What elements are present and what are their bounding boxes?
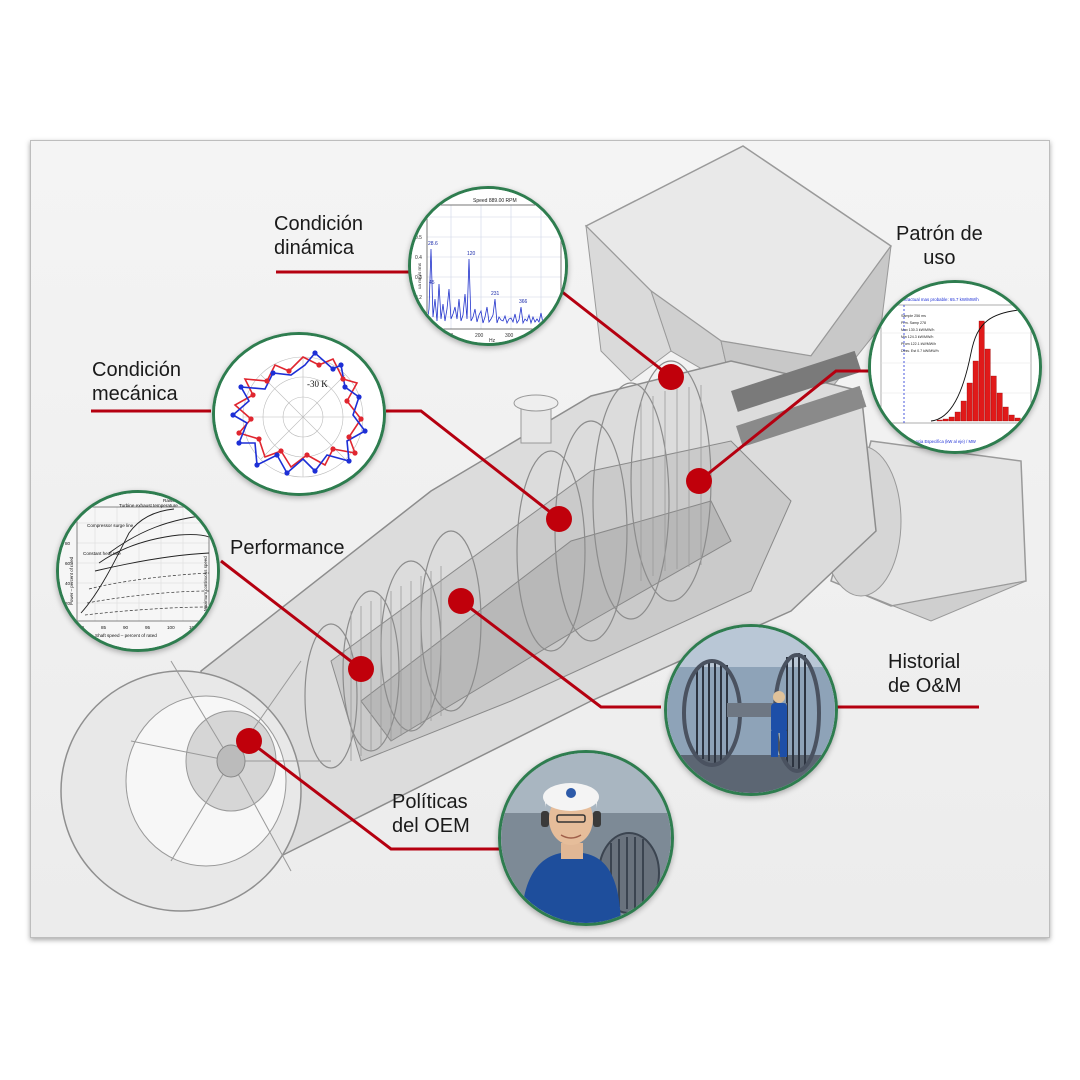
svg-text:Max 130.3 kW/MW/h: Max 130.3 kW/MW/h xyxy=(901,328,934,332)
histogram-bar xyxy=(948,416,955,422)
svg-text:200: 200 xyxy=(475,333,484,339)
histogram-bar xyxy=(1014,417,1021,422)
spectrum-title: Speed 889.00 RPM xyxy=(473,198,517,204)
svg-text:80: 80 xyxy=(79,625,85,630)
inset-histogram: Valor contractual mas probable: 65.7 kW/… xyxy=(868,280,1042,454)
histogram-bars xyxy=(936,320,1027,422)
svg-text:Desv. Est 0.7 kW/MW/h: Desv. Est 0.7 kW/MW/h xyxy=(901,349,939,353)
svg-text:0.3: 0.3 xyxy=(415,275,422,281)
svg-text:231: 231 xyxy=(491,291,500,297)
svg-text:Hz: Hz xyxy=(489,338,496,343)
histogram-bar xyxy=(972,360,979,422)
inset-oem-photo xyxy=(498,750,674,926)
histogram-bar xyxy=(1008,414,1015,422)
svg-text:300: 300 xyxy=(505,333,514,339)
svg-text:40: 40 xyxy=(65,581,71,586)
histogram-bar xyxy=(936,419,943,422)
connector-lines xyxy=(91,270,979,851)
engineer-figure xyxy=(521,783,621,923)
histogram-bar xyxy=(942,418,949,422)
histogram-bar xyxy=(978,320,985,422)
histogram-bar xyxy=(954,411,961,422)
svg-text:366: 366 xyxy=(519,299,528,305)
spectrum-trace xyxy=(426,248,562,325)
svg-text:45: 45 xyxy=(429,280,435,286)
svg-text:Shaft speed – percent of rated: Shaft speed – percent of rated xyxy=(95,633,157,638)
turbine-scene xyxy=(60,145,1027,912)
svg-text:80: 80 xyxy=(65,541,71,546)
inset-performance-map: Compressor surge line Turbine exhaust te… xyxy=(56,490,220,652)
histogram-bar xyxy=(966,382,973,422)
histogram-bar xyxy=(960,400,967,422)
svg-text:120: 120 xyxy=(467,251,476,257)
svg-text:0.2: 0.2 xyxy=(415,295,422,301)
svg-text:Compressor surge line: Compressor surge line xyxy=(87,523,134,528)
svg-text:60: 60 xyxy=(65,561,71,566)
svg-text:Sample 256 ms: Sample 256 ms xyxy=(901,314,926,318)
svg-text:400: 400 xyxy=(535,333,544,339)
marker-uso xyxy=(686,468,712,494)
histogram-bar xyxy=(1002,406,1009,422)
marker-historial xyxy=(448,588,474,614)
svg-text:85: 85 xyxy=(101,625,107,630)
svg-text:Turbine exhaust temperature: Turbine exhaust temperature xyxy=(119,503,178,508)
svg-text:0.5: 0.5 xyxy=(415,235,422,241)
svg-text:Potencia Específica (kW al eje: Potencia Específica (kW al eje) / MW xyxy=(907,439,976,444)
svg-text:105: 105 xyxy=(189,625,197,630)
cumulative-curve xyxy=(930,308,1032,422)
polar-series-blue xyxy=(231,351,367,475)
marker-performance xyxy=(348,656,374,682)
histogram-bar xyxy=(984,348,991,422)
histogram-bar xyxy=(1020,419,1027,422)
svg-text:20: 20 xyxy=(65,601,71,606)
svg-text:Prm. Samp 278: Prm. Samp 278 xyxy=(901,321,926,325)
histogram-title: Valor contractual mas probable: 65.7 kW/… xyxy=(887,297,979,302)
svg-text:Raised firing temperature: Raised firing temperature xyxy=(163,498,215,503)
marker-dinamica xyxy=(658,364,684,390)
svg-text:100: 100 xyxy=(63,521,71,526)
svg-text:100: 100 xyxy=(167,625,175,630)
svg-text:90: 90 xyxy=(123,625,129,630)
inset-vibration-spectrum: Speed 889.00 RPM 0.6 0.5 0.4 0.3 0.2 0.1… xyxy=(408,186,568,346)
marker-mecanica xyxy=(546,506,572,532)
histogram-bar xyxy=(990,375,997,422)
svg-text:100: 100 xyxy=(445,333,454,339)
svg-text:0.4: 0.4 xyxy=(415,255,422,261)
svg-text:95: 95 xyxy=(145,625,151,630)
svg-text:Maximum continuous speed: Maximum continuous speed xyxy=(203,556,208,611)
svg-text:0.1: 0.1 xyxy=(415,315,422,321)
svg-text:Constant heat rate: Constant heat rate xyxy=(83,551,121,556)
svg-text:0.6: 0.6 xyxy=(415,215,422,221)
svg-text:Power – percent of rated: Power – percent of rated xyxy=(69,556,74,605)
technician-figure xyxy=(771,691,787,757)
inset-polar-chart: e c -30 K xyxy=(212,332,386,496)
svg-text:ua mm/s rms: ua mm/s rms xyxy=(417,262,422,289)
svg-text:Prom 122.1 kW/MW/h: Prom 122.1 kW/MW/h xyxy=(901,342,936,346)
svg-text:Min 124.3 kW/MW/h: Min 124.3 kW/MW/h xyxy=(901,335,933,339)
red-markers xyxy=(236,364,712,754)
inset-om-photo xyxy=(664,624,838,796)
svg-text:28.6: 28.6 xyxy=(428,241,438,247)
histogram-bar xyxy=(996,392,1003,422)
svg-text:e c: e c xyxy=(221,352,235,366)
label-performance: Performance xyxy=(230,537,345,559)
polar-series-red xyxy=(233,356,362,469)
svg-text:-30 K: -30 K xyxy=(307,379,328,389)
marker-politicas xyxy=(236,728,262,754)
